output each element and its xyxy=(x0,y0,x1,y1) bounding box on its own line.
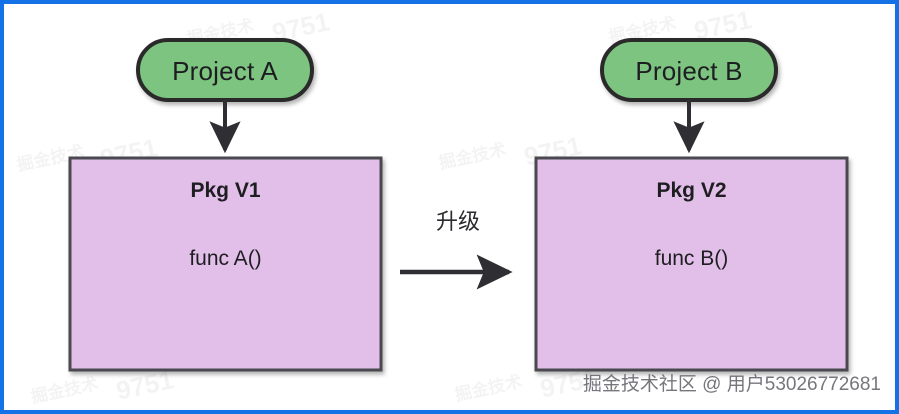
pkg-v2-title: Pkg V2 xyxy=(656,179,727,202)
diagram-canvas xyxy=(68,38,849,372)
pkg-v1-title: Pkg V1 xyxy=(190,179,261,202)
project-a-label: Project A xyxy=(172,56,278,86)
pkg-v1-func-label: func A() xyxy=(189,247,262,270)
project-b-label: Project B xyxy=(635,56,743,86)
upgrade-edge-label: 升级 xyxy=(435,209,480,234)
pkg-v2-node[interactable] xyxy=(534,156,849,372)
pkg-v2-func-label: func B() xyxy=(654,247,729,270)
pkg-v1-node[interactable] xyxy=(68,156,383,372)
credit-watermark: 掘金技术社区 @ 用户53026772681 xyxy=(582,374,881,395)
